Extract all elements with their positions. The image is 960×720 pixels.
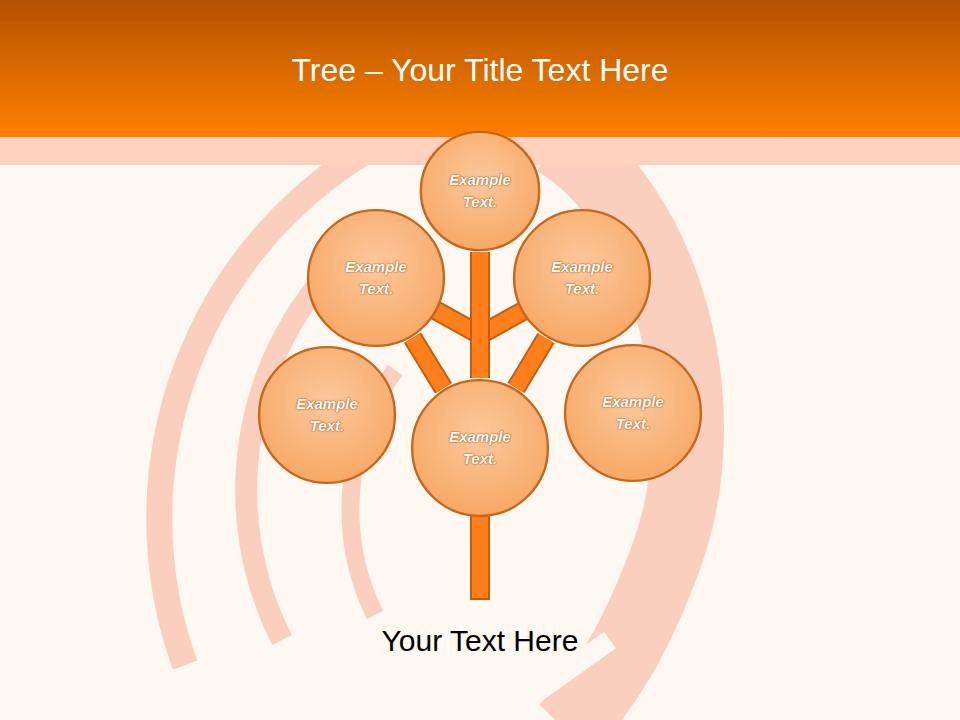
branch-fill [516,338,546,388]
tree-branch [480,252,481,378]
tree-circle: Example Text. [257,345,397,485]
circle-shape [259,347,395,483]
circle-label: Example Text. [436,426,524,471]
branch-outline [470,252,490,378]
circle-shape [565,345,701,481]
tree-circle: Example Text. [512,208,652,348]
branch-outline [413,338,444,389]
circle-shape [412,380,548,516]
slide-title: Tree – Your Title Text Here [0,52,960,89]
branch-fill [413,338,444,389]
tree-circle: Example Text. [563,343,703,483]
circle-label: Example Text. [332,256,420,301]
branch-fill [472,252,488,378]
circle-outline [563,343,703,483]
tree-circle: Example Text. [419,130,541,252]
circle-label: Example Text. [442,169,518,214]
circle-outline [257,345,397,485]
circle-shape [514,210,650,346]
circle-outline [410,378,550,518]
caption-text: Your Text Here [0,624,960,658]
tree-branch [516,338,546,388]
circle-outline [306,208,446,348]
circle-outline [419,130,541,252]
tree-branch [413,338,444,389]
branch-outline [516,338,546,388]
header-bar [0,0,960,137]
circle-outline [512,208,652,348]
tree-circle: Example Text. [410,378,550,518]
circle-label: Example Text. [538,256,626,301]
tree-circle: Example Text. [306,208,446,348]
circle-shape [421,132,539,250]
circle-shape [308,210,444,346]
circle-label: Example Text. [589,391,677,436]
circle-label: Example Text. [283,393,371,438]
